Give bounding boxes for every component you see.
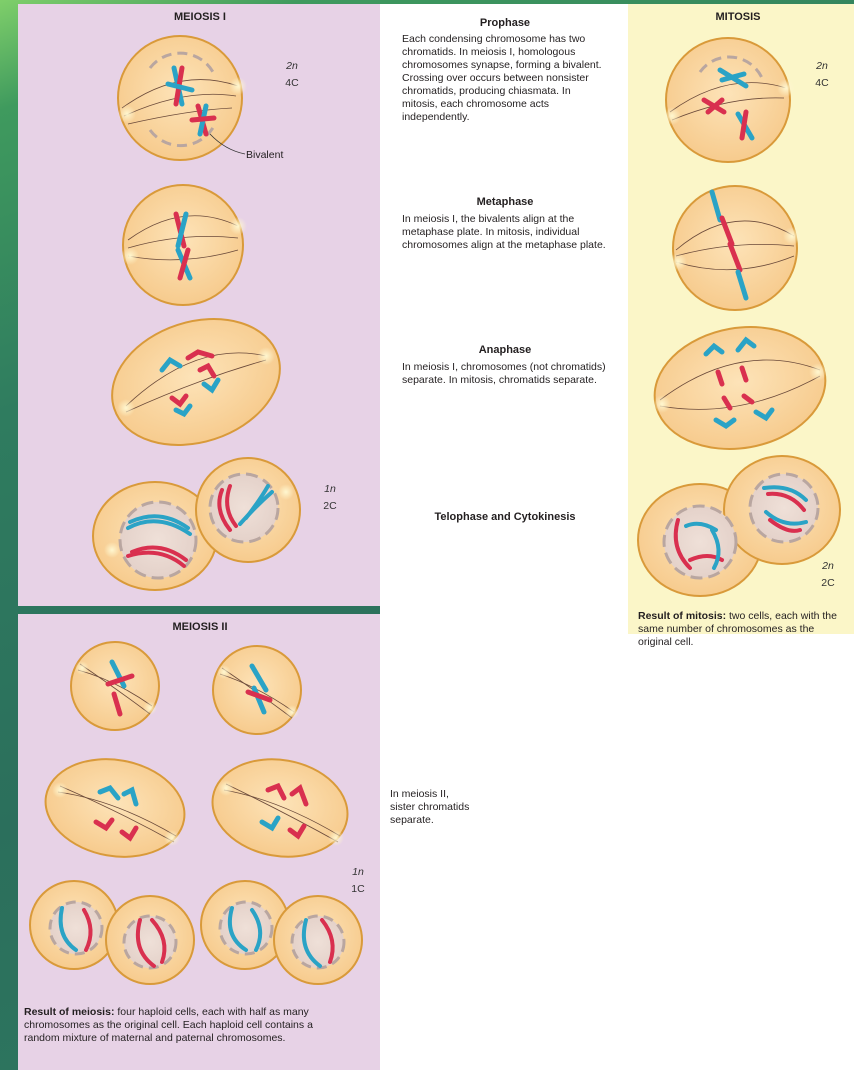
stage-metaphase-text: In meiosis I, the bivalents align at the… [402,213,608,252]
meiosis-i-prophase-cell [118,36,247,160]
ploidy-c: 4C [274,75,310,92]
meiosis-ii-metaphase-cell-left [71,642,159,730]
stage-telophase-title: Telophase and Cytokinesis [400,511,610,523]
meiosis-result: Result of meiosis: four haploid cells, e… [24,1006,344,1045]
stage-anaphase-text: In meiosis I, chromosomes (not chromatid… [402,361,608,387]
ploidy-n: 2n [810,558,846,575]
mitosis-result-label: Result of mitosis: [638,610,726,622]
meiosis-i-anaphase-cell [96,298,297,465]
mitosis-ploidy-top: 2n 4C [804,58,840,92]
meiosis-i-ploidy-top: 2n 4C [274,58,310,92]
meiosis-ii-ploidy: 1n 1C [340,864,376,898]
meiosis-ii-title: MEIOSIS II [120,621,280,633]
mitosis-metaphase-cell [669,186,801,310]
ploidy-n: 1n [312,481,348,498]
ploidy-c: 4C [804,75,840,92]
mitosis-title: MITOSIS [668,11,808,23]
ploidy-n: 1n [340,864,376,881]
stage-anaphase-title: Anaphase [400,344,610,356]
meiosis-i-title: MEIOSIS I [120,11,280,23]
ploidy-c: 1C [340,881,376,898]
stage-prophase-text: Each condensing chromosome has two chrom… [402,33,608,124]
meiosis-ii-metaphase-cell-right [213,646,301,734]
mitosis-ploidy-bottom: 2n 2C [810,558,846,592]
meiosis-i-telophase-cells [93,458,300,590]
mitosis-anaphase-cell [645,314,835,462]
mitosis-result: Result of mitosis: two cells, each with … [638,610,848,649]
ploidy-c: 2C [810,575,846,592]
ploidy-n: 2n [274,58,310,75]
ploidy-c: 2C [312,498,348,515]
bivalent-label: Bivalent [246,149,283,162]
meiosis-ii-telophase-cells-right [201,881,362,984]
meiosis-i-ploidy-bottom: 1n 2C [312,481,348,515]
stage-metaphase-title: Metaphase [400,196,610,208]
stage-prophase-title: Prophase [400,17,610,29]
meiosis-ii-telophase-cells-left [30,881,194,984]
meiosis-result-label: Result of meiosis: [24,1006,114,1018]
mitosis-prophase-cell [663,38,795,162]
meiosis-ii-anaphase-cell-left [38,749,193,868]
meiosis-ii-anaphase-cell-right [205,749,356,867]
meiosis-i-metaphase-cell [121,185,247,305]
ploidy-n: 2n [804,58,840,75]
meiosis-ii-side-text: In meiosis II, sister chromatids separat… [390,788,474,827]
